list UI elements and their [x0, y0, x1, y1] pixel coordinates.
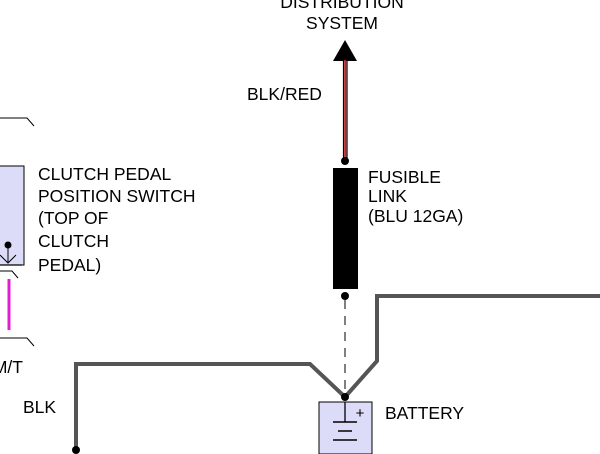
mt-label: M/T [0, 357, 23, 377]
fusible-link [333, 168, 358, 289]
switch-bracket-bottom [0, 270, 19, 279]
distribution-label-line1: DISTRIBUTION [280, 0, 403, 12]
blk-ground-wire [74, 362, 347, 450]
switch-bracket-lower [0, 337, 35, 347]
blk-label: BLK [23, 397, 56, 417]
blk-red-label: BLK/RED [247, 84, 322, 104]
splice-dot [341, 157, 349, 165]
clutch-label-line4: CLUTCH [38, 231, 109, 251]
battery-positive-wire [343, 294, 600, 399]
clutch-label-line2: POSITION SWITCH [38, 186, 196, 206]
fusible-label-line3: (BLU 12GA) [368, 206, 463, 226]
clutch-label-line1: CLUTCH PEDAL [38, 164, 171, 184]
ground-end-dot [72, 446, 80, 454]
fusible-label-line2: LINK [368, 186, 407, 206]
switch-bracket-top [0, 117, 35, 127]
splice-dot [341, 393, 349, 401]
clutch-label-line3: (TOP OF [38, 208, 108, 228]
clutch-pedal-position-switch [0, 165, 25, 266]
distribution-label-line2: SYSTEM [306, 13, 378, 33]
clutch-label-line5: PEDAL) [38, 255, 101, 275]
switch-contact-dot [4, 241, 12, 249]
battery-plus-sign: + [356, 405, 365, 422]
battery-label: BATTERY [385, 403, 464, 423]
switch-contact-chevron-icon [0, 254, 17, 264]
fusible-label-line1: FUSIBLE [368, 167, 441, 187]
distribution-arrow-icon [333, 40, 357, 61]
splice-dot [341, 292, 349, 300]
